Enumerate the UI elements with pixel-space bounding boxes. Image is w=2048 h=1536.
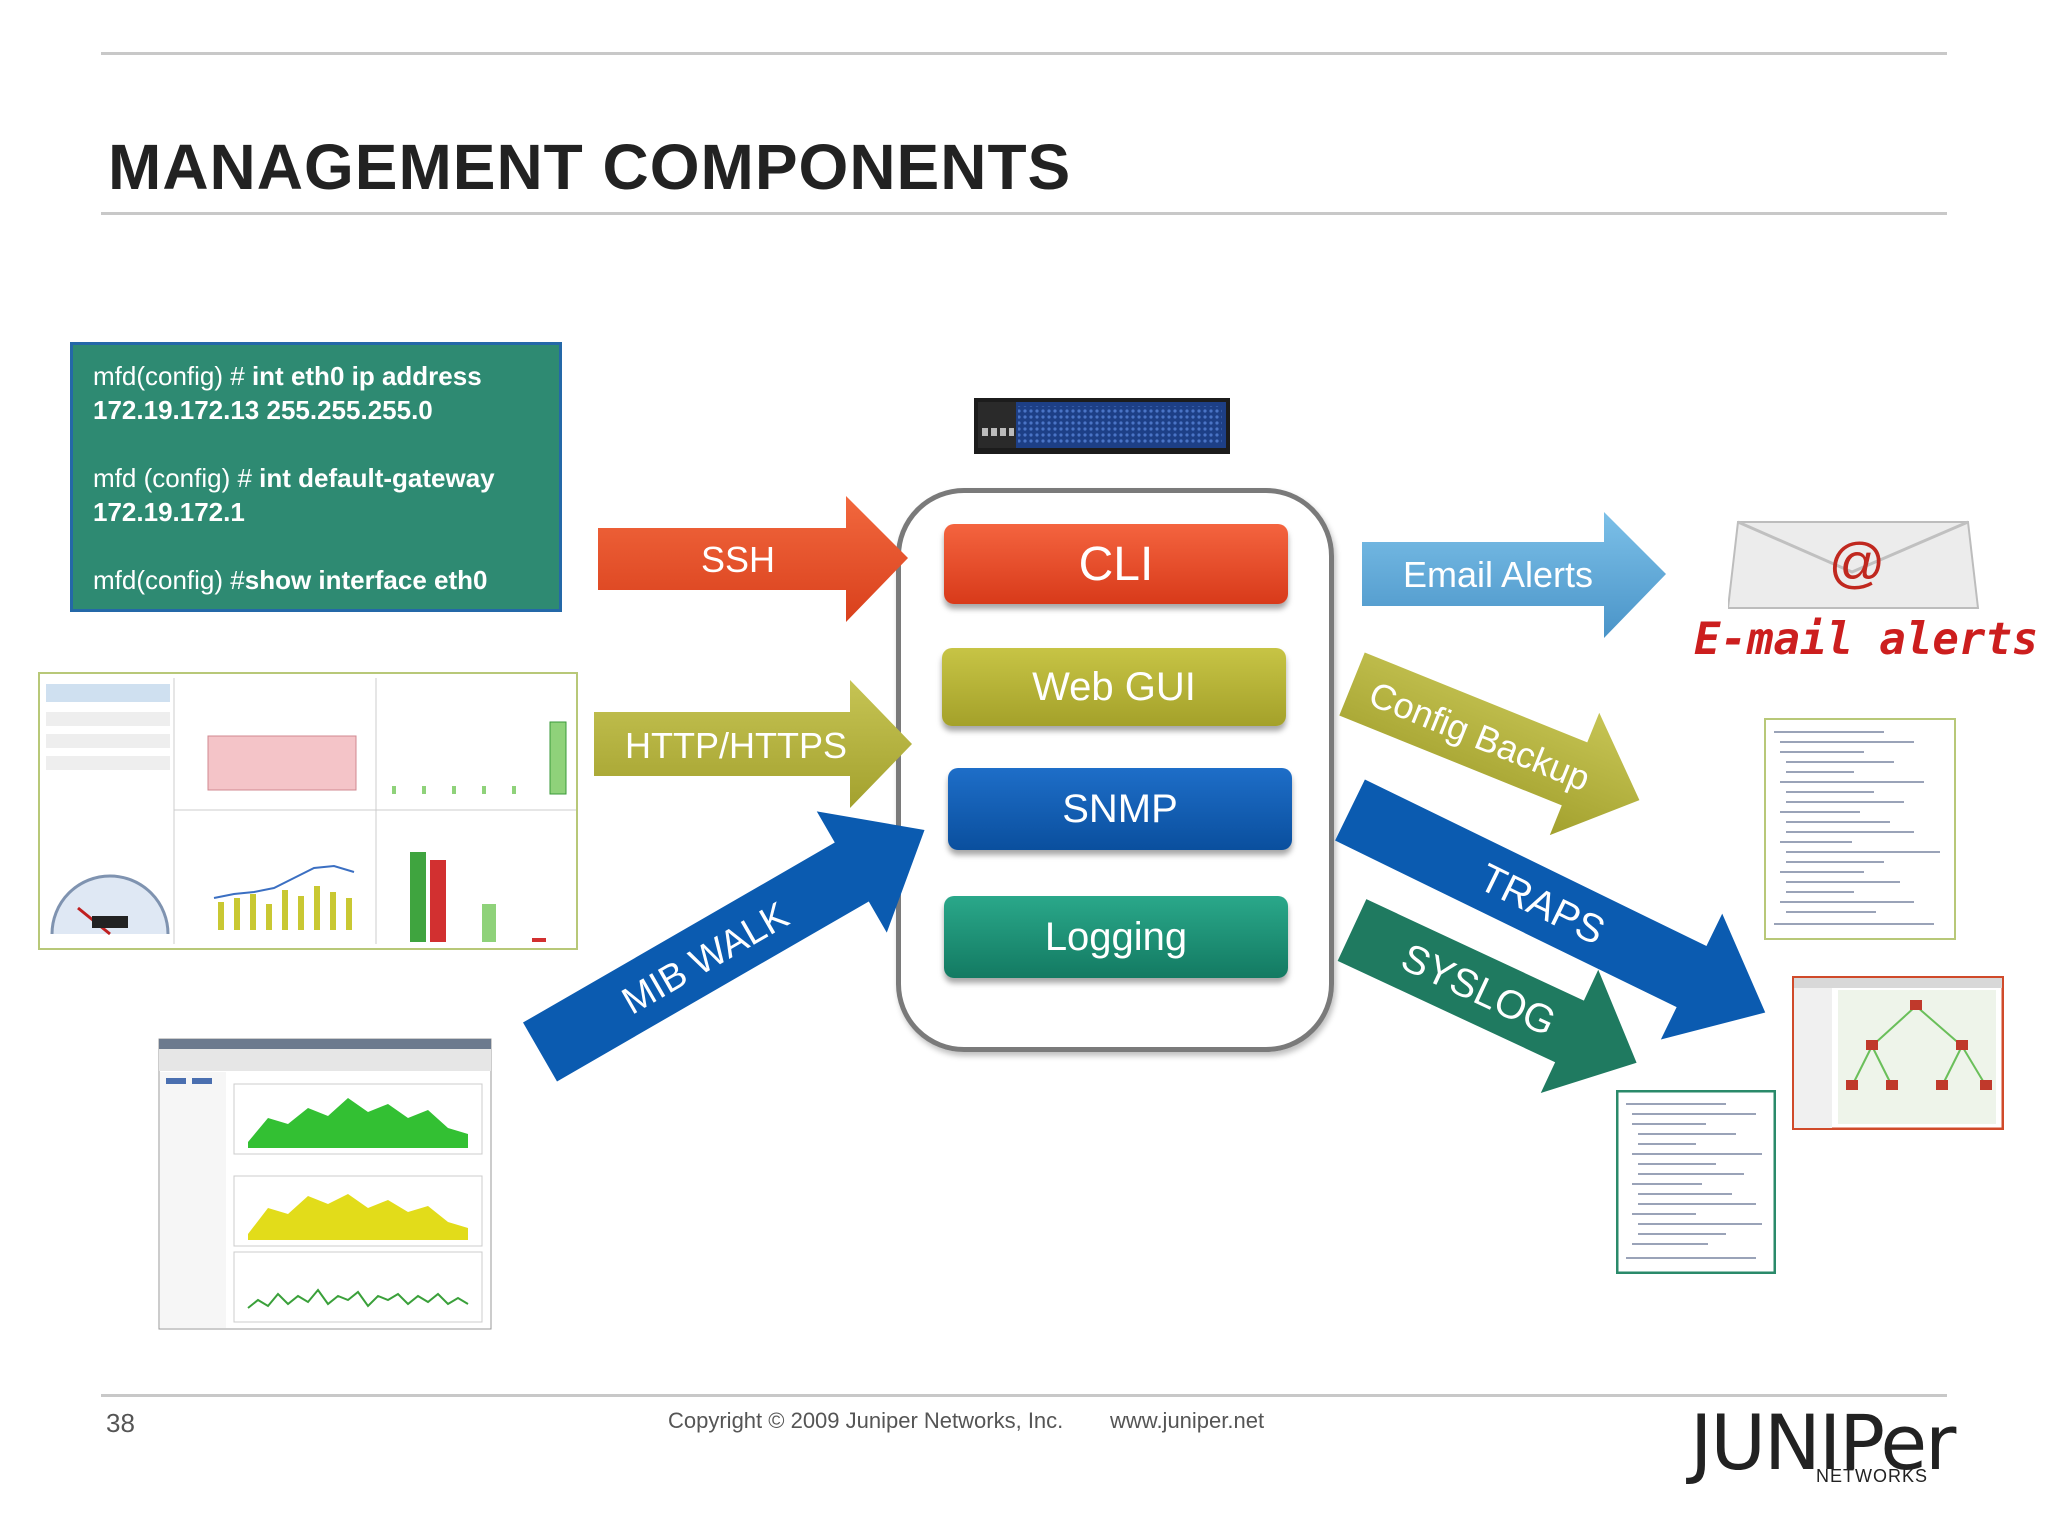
config-xml-screenshot	[1764, 718, 1956, 940]
email-alerts-label: Email Alerts	[1403, 554, 1593, 595]
juniper-logo-networks: NETWORKS	[1816, 1466, 1929, 1486]
logging-pill: Logging	[944, 896, 1288, 978]
ssh-label: SSH	[701, 539, 775, 580]
http-arrow: HTTP/HTTPS	[594, 680, 912, 808]
website-url: www.juniper.net	[1110, 1408, 1265, 1433]
slide-title: MANAGEMENT COMPONENTS	[108, 131, 1072, 203]
juniper-logo-wordmark: JUNIPer	[1690, 1398, 1956, 1487]
snmp-pill: SNMP	[948, 768, 1292, 850]
footer-rule	[101, 1394, 1947, 1397]
email-alerts-arrow: Email Alerts	[1362, 512, 1666, 638]
network-map-screenshot	[1792, 976, 2004, 1130]
email-alerts-caption: E-mail alerts !	[1694, 614, 2048, 665]
appliance-image	[974, 398, 1230, 454]
top-rule	[101, 52, 1947, 55]
graphs-screenshot	[158, 1038, 492, 1330]
syslog-xml-screenshot	[1616, 1090, 1776, 1274]
http-label: HTTP/HTTPS	[625, 725, 847, 766]
ssh-arrow: SSH	[598, 496, 908, 622]
at-symbol: @	[1828, 531, 1885, 594]
page-number: 38	[106, 1408, 135, 1438]
title-rule	[101, 212, 1947, 215]
management-hub	[896, 488, 1334, 1052]
copyright-text: Copyright © 2009 Juniper Networks, Inc.	[668, 1408, 1064, 1433]
email-envelope-image: @	[1728, 520, 1980, 609]
cli-pill: CLI	[944, 524, 1288, 604]
web-gui-pill: Web GUI	[942, 648, 1286, 726]
dashboard-screenshot	[38, 672, 578, 950]
config-line-3: mfd(config) #show interface eth0	[93, 565, 488, 595]
